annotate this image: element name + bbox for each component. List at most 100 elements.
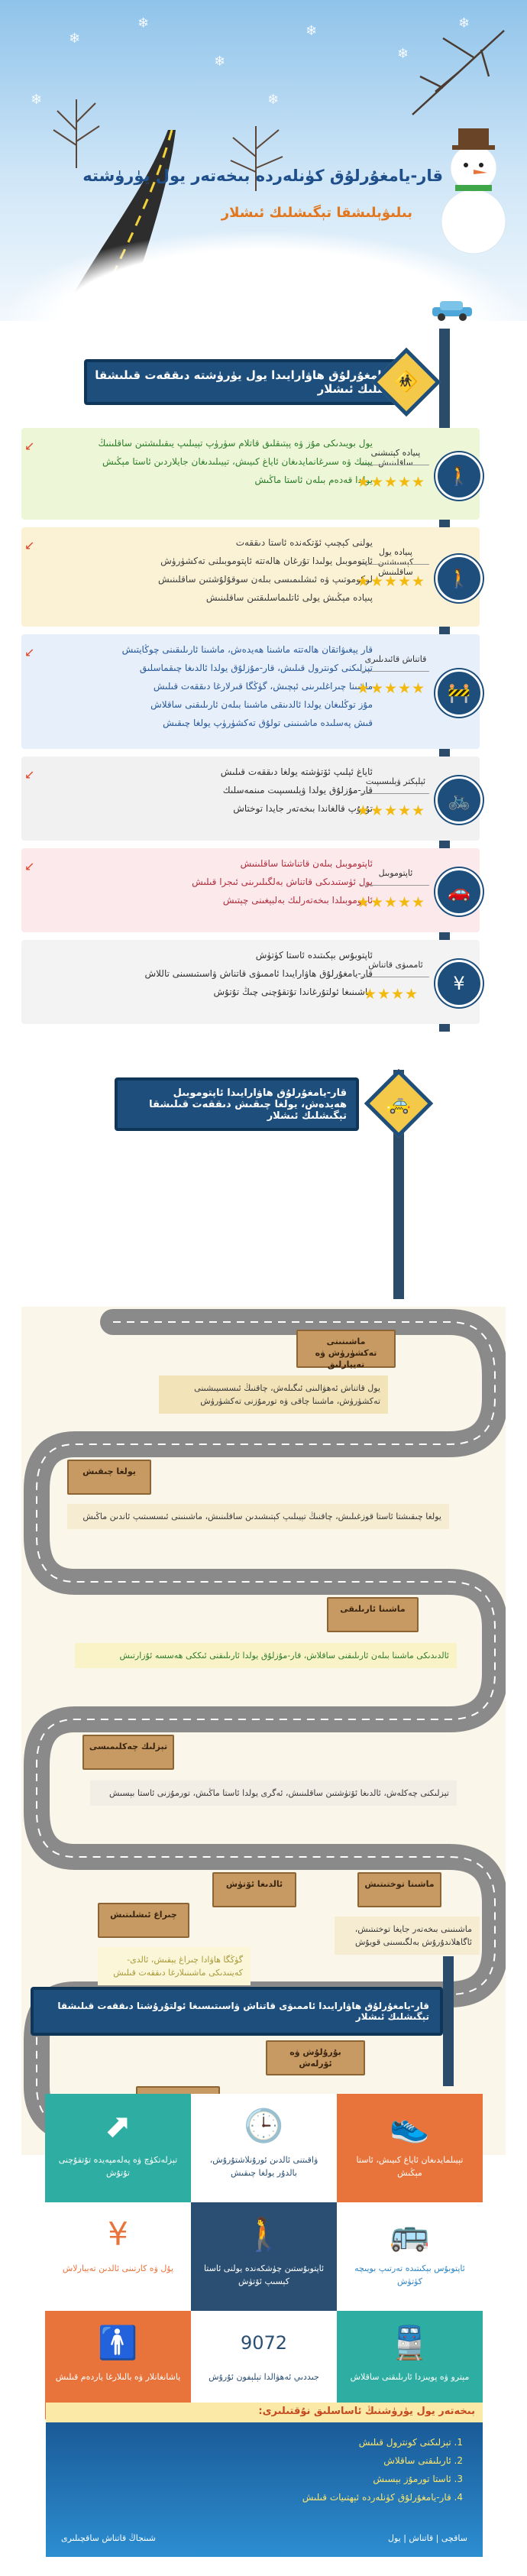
road-plank: ماشىنا توختىتىش [357, 1872, 441, 1907]
row-line: ئاياغ ئېلىپ ئۆتۈشتە يولغا دىققەت قىلىش [220, 766, 373, 777]
footer-right-text: ساقچى | قاتناش | يول [387, 2533, 467, 2543]
road-note: ماشىنىنى بىخەتەر جايغا توختىتىش، ئاگاھلا… [335, 1917, 480, 1955]
road-plank: يولغا چىقىش [67, 1460, 151, 1495]
tip-text: جىددىي ئەھۋالدا تېلېفون ئۇرۇش [209, 2372, 319, 2382]
row-traffic-rules: قار يېغىۋاتقان ھالەتتە ماشىنا ھەيدەش، ما… [21, 634, 483, 749]
tip-text: مېترو ۋە پويىزدا ئارىلىقنى ساقلاش [350, 2372, 470, 2382]
tip-text: پۇل ۋە كارتىنى ئالدىن تەييارلاش [62, 2263, 174, 2273]
row-line: ماشىنا چىراغلىرىنى ئېچىش، گۈڭگا قىرلارغا… [153, 681, 373, 692]
row-label: ئېلېكتر ۋېلىسىپىت [365, 776, 426, 786]
section-1-title: قار-يامغۇرلۇق ھاۋارايىدا يول يۈرۈشتە دىق… [95, 368, 409, 396]
tree-icon [53, 99, 100, 168]
row-line: قار-مۇزلۇق يولدا ۋېلىسىپىت مىنمەسلىك [222, 785, 373, 795]
tip-text: ۋاقىتنى ئالدىن ئورۇنلاشتۇرۇش، بالدۇر يول… [209, 2155, 318, 2178]
footer-bottom: ساقچى | قاتناش | يول شىنجاڭ قاتناش ساقچى… [61, 2533, 467, 2543]
footer-item: 1. تېزلىكنى كونترول قىلىش [358, 2437, 463, 2448]
row-ebike: ئاياغ ئېلىپ ئۆتۈشتە يولغا دىققەت قىلىش ق… [21, 757, 483, 841]
road-plank: تېزلىك چەكلىمىسى [82, 1735, 174, 1770]
road-note: تېزلىكنى چەكلەش، ئالدىغا ئۆتۈشتىن ساقلىن… [90, 1781, 457, 1806]
arrow-icon: ↙ [24, 645, 35, 659]
tip-cell: 👟 تېيىلمايدىغان ئاياغ كىيىش، ئاستا مېڭىش [337, 2094, 483, 2202]
row-label: ئاممىۋى قاتناش [368, 960, 423, 970]
stars-rating: ★★★★★ [356, 802, 426, 819]
row-label: قاتناش قائىدىلىرى [364, 654, 427, 664]
row-line: يېنىك ۋە سىرغانمايدىغان ئاياغ كىيىش، تېي… [102, 456, 373, 467]
road-plank: ماشىنىنى تەكشۈرۈش ۋە تەييارلىق [296, 1330, 396, 1369]
row-line: قار يېغىۋاتقان ھالەتتە ماشىنا ھەيدەش، ما… [121, 644, 373, 655]
footer-box: بىخەتەر يول يۈرۈشنىڭ ئاساسلىق نۇقتىلىرى:… [46, 2403, 483, 2557]
footer-title: بىخەتەر يول يۈرۈشنىڭ ئاساسلىق نۇقتىلىرى: [258, 2406, 475, 2417]
row-pedestrian: يول بويىدىكى مۇز ۋە پېتىقلىق قاتلام سۈرۈ… [21, 428, 483, 520]
tip-text: ئاپتوبۇس بېكىتىدە تەرتىپ بويىچە كۈتۈش [354, 2263, 465, 2286]
row-line: لوكوموتىپ ۋە ئىشلىمىسى بىلەن سوقۇلۇشتىن … [157, 574, 373, 585]
row-line: ئاپتوموبىلدا بىخەتەرلىك بەلبېغىنى چېتىش [222, 895, 373, 906]
people-icon: 🚶 [244, 2215, 284, 2253]
yuan-icon: ¥ [435, 960, 483, 1007]
section-2-title: قار-يامغۇرلۇق ھاۋارايىدا ئاپتوموبىل ھەيد… [149, 1087, 347, 1122]
stars-rating: ★★★★★ [356, 573, 426, 590]
row-car: ئاپتوموبىل بىلەن قاتناشتا ساقلىنىش يول ئ… [21, 848, 483, 932]
row-line: مۇز توڭلىغان يولدا ئالدىنقى ماشىنا بىلەن… [150, 699, 373, 710]
hero-subtitle: بىلىۋېلىشقا تېگىشلىك ئىشلار [221, 205, 412, 221]
tip-cell: 🚆 مېترو ۋە پويىزدا ئارىلىقنى ساقلاش [337, 2311, 483, 2419]
tip-text: تېيىلمايدىغان ئاياغ كىيىش، ئاستا مېڭىش [356, 2155, 464, 2178]
road-note: يولغا چىقىشتا ئاستا قوزغىلىش، چاقنىڭ تېي… [67, 1504, 449, 1529]
row-line: ئاپتوموبىل بىلەن قاتناشتا ساقلىنىش [240, 858, 373, 869]
train-icon: 🚆 [390, 2324, 430, 2361]
car-icon [432, 301, 472, 321]
hero-title: قار-يامغۇرلۇق كۈنلەردە بىخەتەر يول يۈرۈش… [82, 167, 443, 185]
walker-icon: 🚶 [435, 555, 483, 602]
row-line: يول بويىدىكى مۇز ۋە پېتىقلىق قاتلام سۈرۈ… [98, 438, 373, 449]
taxi-icon: 🚕 [386, 1092, 412, 1115]
snowflake-icon: ❄ [397, 46, 409, 62]
footer-item: 2. ئارىلىقنى ساقلاش [383, 2455, 463, 2466]
car-icon: 🚗 [435, 868, 483, 915]
stars-rating: ★★★★★ [356, 894, 426, 911]
snowflake-icon: ❄ [267, 92, 280, 108]
row-line: ئاپتوموبىل يولىدا تۇرغان ھالەتتە ئاپتومو… [160, 556, 373, 566]
footer-item: 4. قار-يامغۇرلۇق كۈنلەردە ئېھتىيات قىلىش [302, 2492, 463, 2503]
snowflake-icon: ❄ [306, 23, 318, 39]
taxi-emblem: 🚕 [364, 1068, 434, 1139]
row-line: ماشىنىغا ئولتۇرغاندا تۇتقۇچنى چىڭ تۇتۇش [213, 987, 373, 997]
bus-icon: 🚌 [390, 2215, 430, 2253]
stars-rating: ★★★★★ [356, 680, 426, 697]
bicycle-icon: 🚲 [435, 776, 483, 824]
tip-cell: 🕒 ۋاقىتنى ئالدىن ئورۇنلاشتۇرۇش، بالدۇر ي… [191, 2094, 337, 2202]
arrow-icon: ↙ [24, 767, 35, 782]
road-note: يول قاتناش ئەھۋالىنى ئىگىلەش، چاقنىڭ ئىس… [159, 1375, 388, 1414]
tip-cell: 🚹 ياشانغانلار ۋە بالىلارغا ياردەم قىلىش [45, 2311, 191, 2419]
tip-text: ياشانغانلار ۋە بالىلارغا ياردەم قىلىش [55, 2372, 181, 2382]
road-plank: چىراغ ئىشلىتىش [98, 1903, 189, 1938]
row-line: ئاپتوبۇس بېكىتىدە ئاستا كۈتۈش [255, 950, 373, 961]
snowflake-icon: ❄ [31, 92, 43, 108]
barrier-icon: 🚧 [435, 669, 483, 717]
row-line: يول ئۈستىدىكى قاتناش بەلگىلىرىنى ئىجرا ق… [192, 876, 373, 887]
person-icon: 🚹 [98, 2324, 138, 2361]
road-plank: ئالدىغا ئۆتۈش [212, 1872, 296, 1907]
row-line: تۇرۇپ قالغاندا بىخەتەر جايدا توختاش [233, 803, 373, 814]
road-note: گۈڭگا ھاۋادا چىراغ يېقىش، ئالدى-كەينىدىك… [98, 1947, 251, 1985]
stars-rating: ★★★★★ [356, 474, 426, 491]
section-3-sign: قار-يامغۇرلۇق ھاۋارايىدا ئاممىۋى قاتناش … [31, 1987, 443, 2036]
snow-ground [0, 229, 527, 321]
road-note: ئالدىدىكى ماشىنا بىلەن ئارىلىقنى ساقلاش،… [75, 1643, 457, 1668]
pedestrian-icon: 🚶 [435, 452, 483, 500]
road-plank: بۇرۇلۇش ۋە ئۆرلەش [266, 2040, 365, 2075]
arrow-icon: ↙ [24, 859, 35, 873]
row-line: يولنى كېچىپ ئۆتكەندە ئاستا دىققەت [235, 537, 373, 548]
tip-cell: 🚶 ئاپتوبۇستىن چۈشكەندە يولنى ئاستا كېسىپ… [191, 2202, 337, 2311]
yuan-icon: ¥ [108, 2215, 128, 2253]
row-line: قىش پەسلىدە ماشىنىنى تولۇق تەكشۈرۈپ يولغ… [163, 718, 373, 728]
snowflake-icon: ❄ [69, 31, 81, 47]
footer-list: 1. تېزلىكنى كونترول قىلىش 2. ئارىلىقنى س… [302, 2433, 463, 2506]
snowflake-icon: ❄ [214, 53, 226, 70]
clock-icon: 🕒 [244, 2107, 284, 2144]
tip-text: تېزلەتكۈچ ۋە پەلەمپەيدە تۇتقۇچنى تۇتۇش [58, 2155, 178, 2178]
pedestrian-icon: 🚸 [393, 371, 419, 394]
stars-rating: ★★★★ [363, 986, 419, 1003]
row-public-transport: ئاپتوبۇس بېكىتىدە ئاستا كۈتۈش قار-يامغۇر… [21, 940, 483, 1024]
footer-left-text: شىنجاڭ قاتناش ساقچىلىرى [61, 2533, 157, 2543]
section-3-title: قار-يامغۇرلۇق ھاۋارايىدا ئاممىۋى قاتناش … [57, 2001, 429, 2022]
